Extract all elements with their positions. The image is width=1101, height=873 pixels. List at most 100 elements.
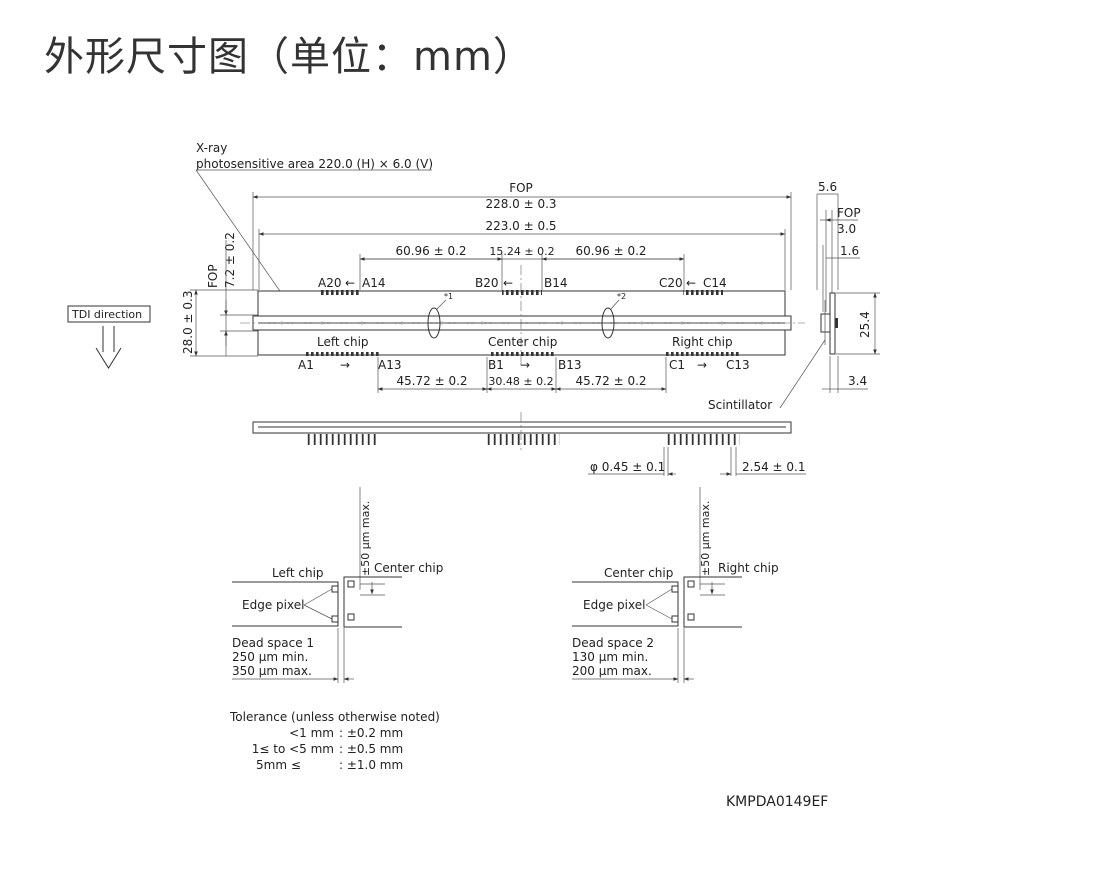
pin-diameter-dim: φ 0.45 ± 0.1 [590, 460, 665, 474]
pin-b14-label: B14 [544, 276, 568, 290]
pin-b1-arrow: → [520, 358, 530, 372]
pin-row-c-bottom [665, 351, 740, 356]
pin-pitch-dim: 2.54 ± 0.1 [742, 460, 806, 474]
tolerance-r1-range: <1 mm [289, 726, 334, 740]
pin-b1-label: B1 [488, 358, 504, 372]
left-fop-label: FOP [206, 264, 220, 288]
pixel-marks [281, 321, 763, 325]
bottom-left-dim: 45.72 ± 0.2 [396, 374, 467, 388]
pin-c14-label: C14 [703, 276, 727, 290]
detail1-pixel-b2 [347, 613, 355, 621]
detail2-pixel-b1 [687, 580, 695, 588]
top-view: X-ray photosensitive area 220.0 (H) × 6.… [67, 141, 805, 393]
tolerance-title: Tolerance (unless otherwise noted) [229, 710, 440, 724]
tdi-direction-box [67, 305, 151, 323]
front-pins-c [664, 434, 740, 445]
tolerance-r3-range: 5mm ≤ [256, 758, 301, 772]
detail2-dead-title: Dead space 2 [572, 636, 654, 650]
bottom-right-dim: 45.72 ± 0.2 [575, 374, 646, 388]
note-2: *2 [617, 292, 626, 301]
pin-c1-arrow: → [697, 358, 707, 372]
pin-a1-arrow: → [340, 358, 350, 372]
detail1-chip-b: Center chip [374, 561, 443, 575]
pin-c13-label: C13 [726, 358, 750, 372]
tdi-direction-arrow-icon [95, 326, 122, 369]
gap-marker-1 [427, 307, 441, 339]
side-dim-16: 1.6 [840, 244, 859, 258]
span-center-dim: 15.24 ± 0.2 [489, 245, 554, 258]
span-right-dim: 60.96 ± 0.2 [575, 244, 646, 258]
pin-b20-label: B20 [475, 276, 499, 290]
pin-row-b-bottom [490, 351, 556, 356]
detail1-edge-pixel: Edge pixel [242, 598, 304, 612]
pin-a14-label: A14 [362, 276, 385, 290]
side-body [829, 292, 836, 355]
left-fop-dim: 7.2 ± 0.2 [223, 232, 237, 288]
detail1-pixel-a1 [331, 585, 339, 593]
front-pins-b [484, 434, 560, 445]
detail2-dead-max: 200 μm max. [572, 664, 652, 678]
bottom-center-dim: 30.48 ± 0.2 [488, 375, 553, 388]
detail-dead-space-1: ±50 μm max. Left chip Center chip Edge p… [232, 487, 443, 683]
detail1-chip-a: Left chip [272, 566, 324, 580]
pin-c20-arrow: ← [686, 276, 696, 290]
side-dim-34: 3.4 [848, 374, 867, 388]
side-fop-label: FOP [837, 206, 861, 220]
right-chip-label: Right chip [672, 335, 733, 349]
scintillator-label: Scintillator [708, 398, 772, 412]
side-fop [820, 313, 831, 333]
gap-marker-2 [601, 307, 615, 339]
pin-b13-label: B13 [558, 358, 582, 372]
page-title: 外形尺寸图（单位：mm） [44, 34, 534, 80]
detail2-dead-min: 130 μm min. [572, 650, 648, 664]
pin-c1-label: C1 [669, 358, 685, 372]
detail1-dead-max: 350 μm max. [232, 664, 312, 678]
xray-label-line1: X-ray [196, 141, 227, 155]
tolerance-r2-range: 1≤ to <5 mm [252, 742, 334, 756]
width-inner-dim: 223.0 ± 0.5 [485, 219, 556, 233]
side-dim-30: 3.0 [837, 222, 856, 236]
pin-a13-label: A13 [378, 358, 401, 372]
pin-row-a-bottom [304, 351, 379, 356]
pin-a20-arrow: ← [345, 276, 355, 290]
side-dim-56: 5.6 [818, 180, 837, 194]
tolerance-note: Tolerance (unless otherwise noted) <1 mm… [229, 710, 440, 772]
span-left-dim: 60.96 ± 0.2 [395, 244, 466, 258]
detail2-edge-pixel: Edge pixel [583, 598, 645, 612]
tolerance-r1-val: : ±0.2 mm [339, 726, 403, 740]
fop-top-label: FOP [509, 181, 533, 195]
detail2-chip-b: Right chip [718, 561, 779, 575]
detail-dead-space-2: ±50 μm max. Center chip Right chip Edge … [572, 487, 779, 683]
pin-row-a-top [321, 290, 361, 295]
detail2-chip-a: Center chip [604, 566, 673, 580]
pin-row-c-top [683, 290, 723, 295]
side-dim-254: 25.4 [858, 311, 872, 338]
pin-b20-arrow: ← [503, 276, 513, 290]
tolerance-r2-val: : ±0.5 mm [339, 742, 403, 756]
document-code: KMPDA0149EF [726, 794, 828, 810]
pin-a1-label: A1 [298, 358, 314, 372]
detail1-dead-min: 250 μm min. [232, 650, 308, 664]
front-pins-a [304, 434, 379, 445]
pin-c20-label: C20 [659, 276, 683, 290]
detail2-pixel-b2 [687, 613, 695, 621]
pin-row-b-top [502, 290, 542, 295]
tdi-direction-label: TDI direction [71, 308, 142, 321]
detail2-pixel-a1 [671, 585, 679, 593]
side-view: 5.6 FOP 3.0 1.6 25.4 3.4 Scintillator [708, 180, 880, 412]
detail2-tol: ±50 μm max. [699, 501, 712, 576]
detail1-pixel-b1 [347, 580, 355, 588]
side-pins [835, 318, 838, 328]
width-outer-dim: 228.0 ± 0.3 [485, 197, 556, 211]
center-chip-label: Center chip [488, 335, 557, 349]
pin-a20-label: A20 [318, 276, 341, 290]
tolerance-r3-val: : ±1.0 mm [339, 758, 403, 772]
detail2-pixel-a2 [671, 615, 679, 623]
detail1-dead-title: Dead space 1 [232, 636, 314, 650]
note-1: *1 [444, 292, 453, 301]
front-view: φ 0.45 ± 0.1 2.54 ± 0.1 [252, 412, 806, 476]
left-height-dim: 28.0 ± 0.3 [181, 291, 195, 355]
detail1-tol: ±50 μm max. [359, 501, 372, 576]
left-chip-label: Left chip [317, 335, 369, 349]
